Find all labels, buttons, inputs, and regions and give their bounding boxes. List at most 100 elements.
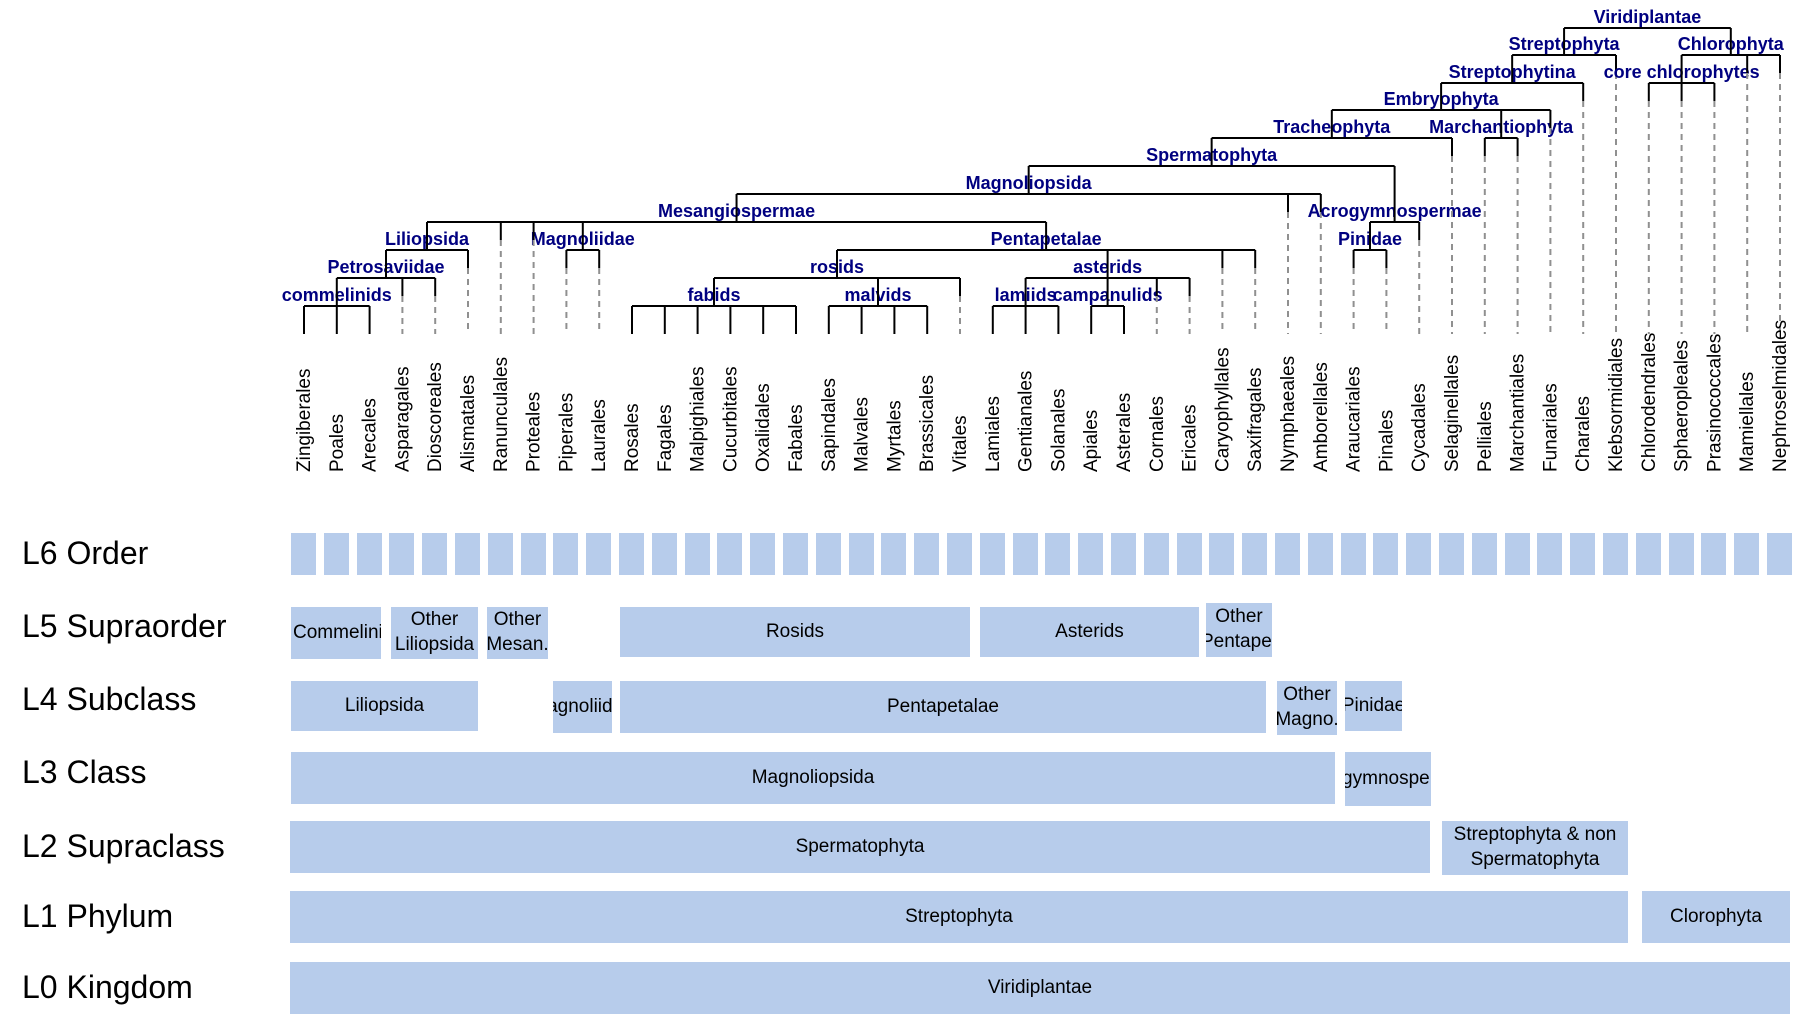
box-streptophyta: Streptophyta [290, 891, 1628, 943]
order-cell [1570, 533, 1596, 575]
order-cell [1504, 533, 1530, 575]
order-label: Cucurbitales [720, 366, 741, 472]
order-cell [1307, 533, 1333, 575]
order-label: Pinales [1376, 410, 1397, 472]
order-label: Poales [327, 414, 348, 472]
order-label: Amborellales [1311, 362, 1332, 472]
order-label: Nephroselmidales [1770, 320, 1791, 472]
level-label-kingdom: L0 Kingdom [22, 969, 193, 1005]
order-label: Laurales [589, 399, 610, 472]
order-label: Selaginellales [1442, 355, 1463, 472]
order-cell [356, 533, 382, 575]
order-cell [1603, 533, 1628, 575]
order-label: Cornales [1147, 396, 1168, 472]
order-cell [815, 533, 841, 575]
order-cell [881, 533, 907, 575]
order-label: Mamiellales [1737, 372, 1758, 472]
order-cell [750, 533, 776, 575]
order-label: Ericales [1180, 404, 1201, 472]
order-cell [1537, 533, 1563, 575]
order-label: Caryophyllales [1212, 347, 1233, 472]
clade-label-viridiplantae: Viridiplantae [1594, 7, 1702, 27]
order-label: Asparagales [392, 366, 413, 472]
order-cell [1045, 533, 1071, 575]
order-cell [651, 533, 677, 575]
order-label: Piperales [556, 393, 577, 472]
order-cell [1275, 533, 1300, 575]
order-label: Charales [1573, 396, 1594, 472]
order-cell [553, 533, 579, 575]
order-label: Lamiales [983, 396, 1004, 472]
order-cell [684, 533, 710, 575]
order-label: Oxalidales [753, 383, 774, 472]
order-cell [783, 533, 808, 575]
box-viridiplantae: Viridiplantae [290, 962, 1790, 1014]
order-label: Zingiberales [294, 369, 315, 473]
order-label: Sapindales [819, 378, 840, 472]
order-cell [848, 533, 874, 575]
box-other-magnoliopsida: Other Magno. [1277, 681, 1337, 735]
order-cell [389, 533, 415, 575]
order-label: Solanales [1048, 389, 1069, 472]
order-cell [586, 533, 612, 575]
order-cell [1767, 533, 1792, 575]
order-cell [1012, 533, 1038, 575]
order-cell [1209, 533, 1235, 575]
order-label: Myrtales [884, 400, 905, 472]
box-pinidae: Pinidae [1345, 681, 1402, 731]
order-cell [1078, 533, 1104, 575]
order-label: Apiales [1081, 410, 1102, 472]
box-other-mesangiospermae: Other Mesan. [487, 607, 548, 659]
box-other-liliopsida: Other Liliopsida [391, 607, 478, 659]
order-label: Cycadales [1409, 383, 1430, 472]
level-label-phylum: L1 Phylum [22, 898, 174, 934]
order-cell [1111, 533, 1136, 575]
box-magnoliopsida: Magnoliopsida [291, 752, 1335, 804]
order-cell [1340, 533, 1366, 575]
level-label-subclass: L4 Subclass [22, 681, 197, 717]
order-label: Nymphaeales [1278, 356, 1299, 472]
order-label: Proteales [524, 392, 545, 472]
order-cell [1373, 533, 1399, 575]
order-label: Sphaeropleales [1672, 340, 1693, 472]
order-cell [1668, 533, 1694, 575]
order-label: Gentianales [1016, 371, 1037, 472]
order-cell [1701, 533, 1727, 575]
box-commelinids: Commelinids [291, 607, 381, 659]
order-label: Arecales [360, 398, 381, 472]
order-label: Fabales [786, 404, 807, 472]
box-rosids: Rosids [620, 607, 970, 657]
order-label: Fagales [655, 404, 676, 472]
order-label: Chlorodendrales [1639, 333, 1660, 472]
order-label: Alismatales [458, 375, 479, 472]
box-pentapetalae: Pentapetalae [620, 681, 1266, 733]
order-label: Marchantiales [1508, 354, 1529, 472]
order-cell [914, 533, 940, 575]
order-label: Ranunculales [491, 357, 512, 472]
order-cell [1635, 533, 1661, 575]
order-cell [979, 533, 1005, 575]
order-cell [487, 533, 513, 575]
order-cell [1406, 533, 1432, 575]
order-label: Vitales [950, 415, 971, 472]
box-asterids: Asterids [980, 607, 1199, 657]
order-cell [1176, 533, 1202, 575]
level-label-order: L6 Order [22, 535, 149, 571]
order-cell [455, 533, 480, 575]
order-label: Araucariales [1344, 366, 1365, 472]
order-cell [1734, 533, 1760, 575]
order-label: Prasinococcales [1704, 334, 1725, 472]
order-label: Rosales [622, 403, 643, 472]
order-label: Malvales [852, 397, 873, 472]
box-acrogymnospermae: Acrogymnospermae [1345, 752, 1431, 806]
order-cell [947, 533, 972, 575]
box-liliopsida: Liliopsida [291, 681, 478, 731]
order-label: Funariales [1540, 383, 1561, 472]
box-spermatophyta: Spermatophyta [290, 821, 1430, 873]
order-cell [323, 533, 349, 575]
box-streptophyta-non-spermatophyta: Streptophyta & non Spermatophyta [1442, 821, 1628, 875]
order-label: Klebsormidiales [1606, 338, 1627, 472]
order-cell [520, 533, 546, 575]
